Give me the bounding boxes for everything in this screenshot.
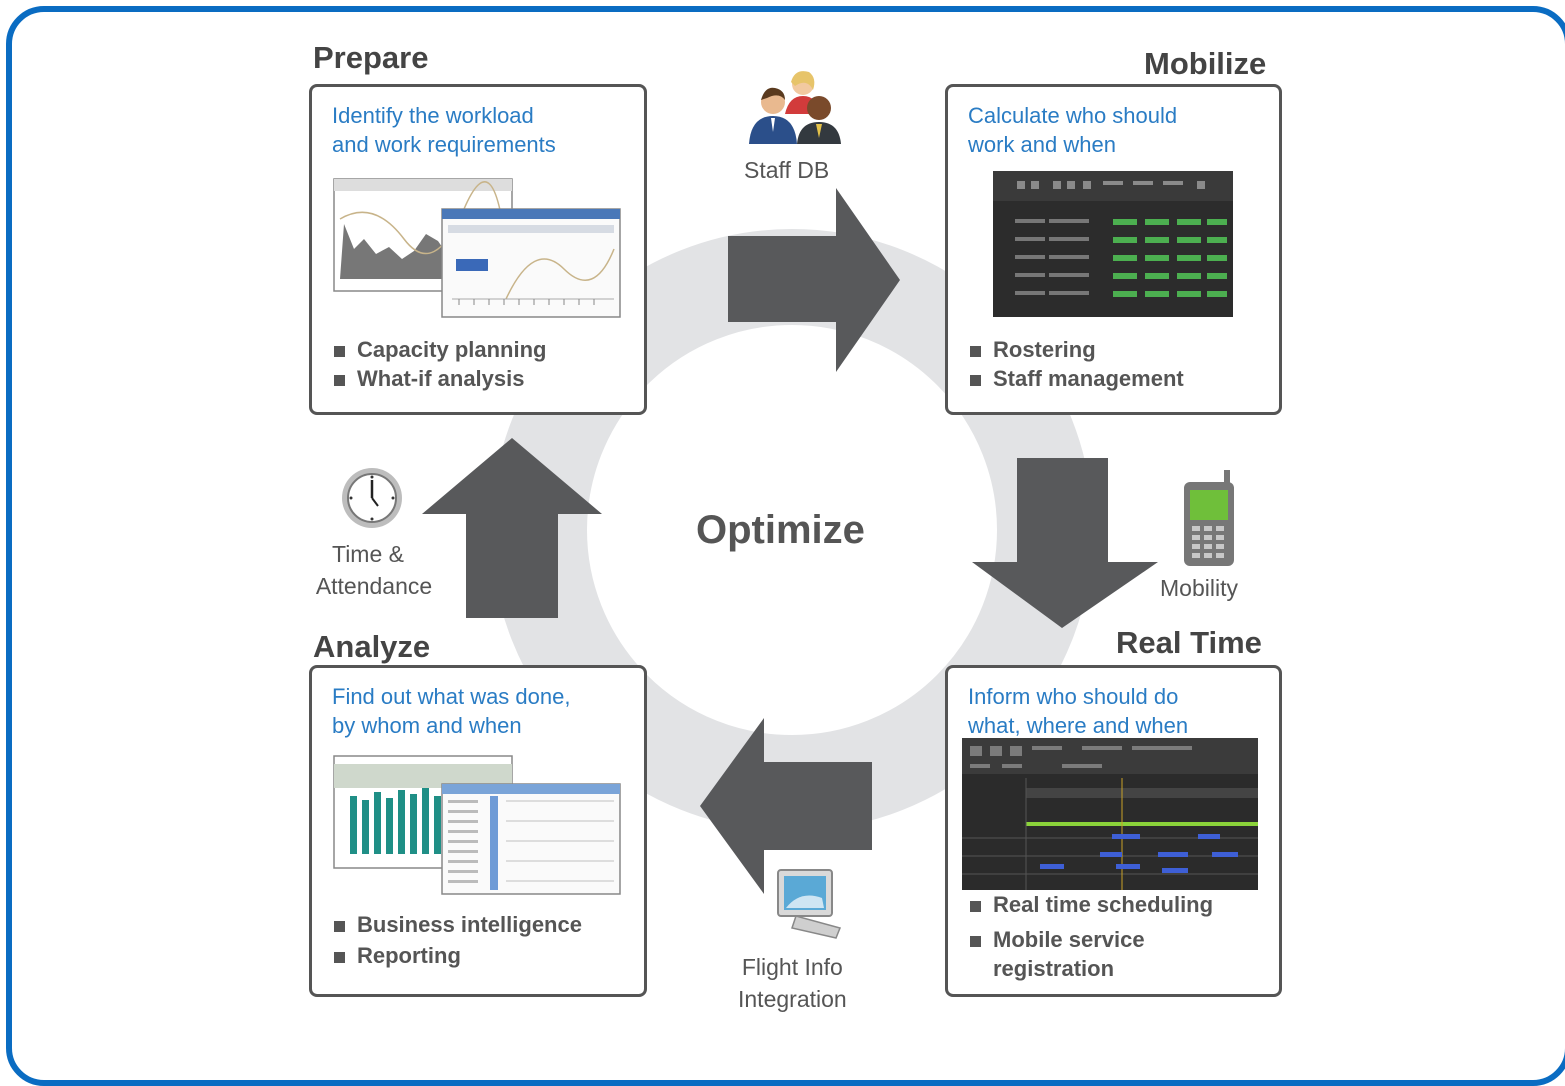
mobile-phone-icon [1184,470,1234,566]
rostering-screenshot [993,171,1233,317]
label-line: Flight Info [741,954,843,980]
people-icon [749,71,841,144]
bullet-item: Real time scheduling [968,890,1213,919]
bullet-item: Business intelligence [332,910,582,939]
label-line: Integration [738,986,847,1012]
description-line: Find out what was done, [332,684,571,709]
bullet-item: Rostering [968,335,1184,364]
phase-bullets: Rostering Staff management [968,335,1184,393]
bullet-item: Mobile service registration [968,925,1213,983]
phase-description: Calculate who should work and when [968,101,1269,159]
phase-bullets: Business intelligence Reporting [332,910,582,970]
bullet-item: What-if analysis [332,364,546,393]
description-line: Inform who should do [968,684,1179,709]
computer-monitor-icon [777,869,842,939]
description-line: Identify the workload [332,103,534,128]
clock-icon [342,468,402,528]
phase-panel-prepare: Identify the workload and work requireme… [309,84,647,415]
phase-description: Inform who should do what, where and whe… [968,682,1269,740]
phase-title-realtime: Real Time [1116,625,1262,660]
staff-db-label: Staff DB [744,157,830,183]
phase-title-mobilize: Mobilize [1144,46,1267,81]
arrow-analyze-to-prepare [422,438,602,618]
cycle-diagram: Optimize Prepare Identify the workload a… [304,40,1282,1015]
description-line: Calculate who should [968,103,1178,128]
arrow-prepare-to-mobilize [728,188,900,372]
center-label: Optimize [696,508,865,552]
capacity-planning-screenshot [333,178,621,318]
business-intelligence-screenshot [333,755,621,895]
bullet-item: Staff management [968,364,1184,393]
bullet-item: Reporting [332,941,582,970]
phase-panel-analyze: Find out what was done, by whom and when [309,665,647,997]
real-time-scheduling-screenshot [962,738,1258,890]
flight-info-label: Flight Info Integration [738,951,847,1015]
phase-title-analyze: Analyze [313,629,431,664]
bullet-item: Capacity planning [332,335,546,364]
phase-bullets: Capacity planning What-if analysis [332,335,546,393]
mobility-label: Mobility [1160,575,1238,601]
label-line: Attendance [315,573,433,599]
phase-panel-mobilize: Calculate who should work and when [945,84,1282,415]
label-line: Time & [332,541,404,567]
phase-description: Identify the workload and work requireme… [332,101,634,159]
description-line: and work requirements [332,132,556,157]
arrow-mobilize-to-realtime [972,458,1158,628]
description-line: work and when [968,132,1116,157]
description-line: by whom and when [332,713,522,738]
description-line: what, where and when [968,713,1189,738]
phase-title-prepare: Prepare [313,40,429,75]
time-attendance-label: Time & Attendance [304,538,444,602]
phase-description: Find out what was done, by whom and when [332,682,634,740]
arrow-realtime-to-analyze [700,718,872,894]
phase-bullets: Real time scheduling Mobile service regi… [968,890,1213,983]
phase-panel-realtime: Inform who should do what, where and whe… [945,665,1282,997]
